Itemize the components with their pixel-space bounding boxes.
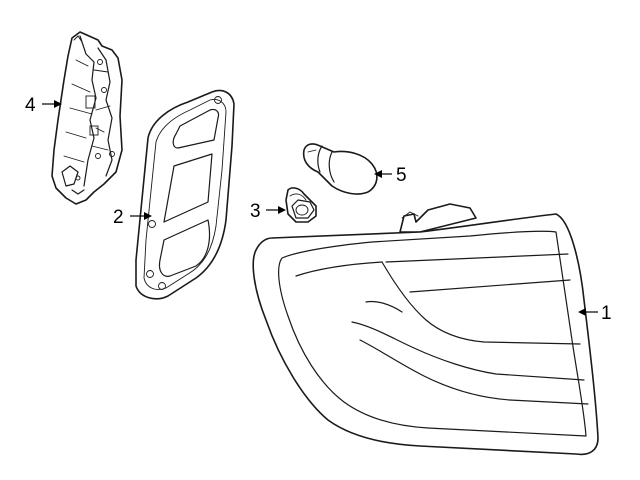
callout-5: 5 [374,165,407,186]
callout-4: 4 [25,95,62,116]
nut-part[interactable] [285,187,317,223]
callout-2-label: 2 [113,207,124,228]
callout-2: 2 [113,207,152,228]
callout-3-label: 3 [250,201,261,222]
callout-3: 3 [250,201,286,222]
socket-circuit-board-part[interactable] [51,31,123,205]
tail-lamp-assembly-part[interactable] [252,203,599,456]
bulb-part[interactable] [302,143,378,195]
callout-1: 1 [578,303,612,324]
callout-4-label: 4 [25,95,36,116]
callout-5-label: 5 [396,165,407,186]
gasket-part[interactable] [135,89,235,300]
callout-1-label: 1 [601,303,612,324]
